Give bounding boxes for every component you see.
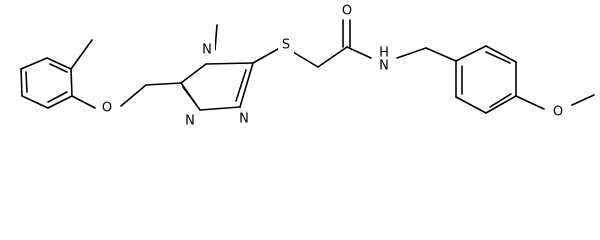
triazole-n-bottom-label: N (239, 112, 249, 127)
sulfur-label: S (282, 38, 290, 53)
amide-nitrogen-label: N (379, 59, 389, 74)
n-ch2-bond (396, 47, 427, 59)
o-ch2-bond (120, 84, 147, 107)
triazole-n-left-label: N (185, 114, 195, 129)
triazole-ring (180, 62, 254, 111)
triazole-s-bond (252, 48, 279, 64)
carbonyl-oxygen-label: O (342, 4, 352, 19)
n-methyl-bond (214, 24, 218, 51)
ether-oxygen-label: O (102, 101, 112, 116)
aryl-o-bond (71, 95, 96, 109)
ch2-triazole-bond (145, 82, 182, 86)
tolyl-methyl-bond (70, 39, 93, 70)
triazole-n-methyl-label: N (202, 43, 212, 58)
ring-o-methoxy-bond (515, 95, 545, 110)
ch2-carbonyl-bond (317, 46, 348, 68)
methoxyphenyl-ring (455, 45, 517, 114)
o-methyl-bond (571, 94, 595, 106)
structure-canvas: O N N N S O H N O (20, 3, 595, 129)
methoxy-oxygen-label: O (553, 105, 563, 120)
molecule-structure: O N N N S O H N O (20, 3, 595, 129)
tolyl-ring (20, 57, 73, 109)
s-ch2-bond (292, 51, 319, 68)
hydrogen-label: H (379, 46, 389, 61)
ch2-benzyl-bond (425, 47, 457, 62)
carbonyl-n-bond (346, 46, 372, 59)
